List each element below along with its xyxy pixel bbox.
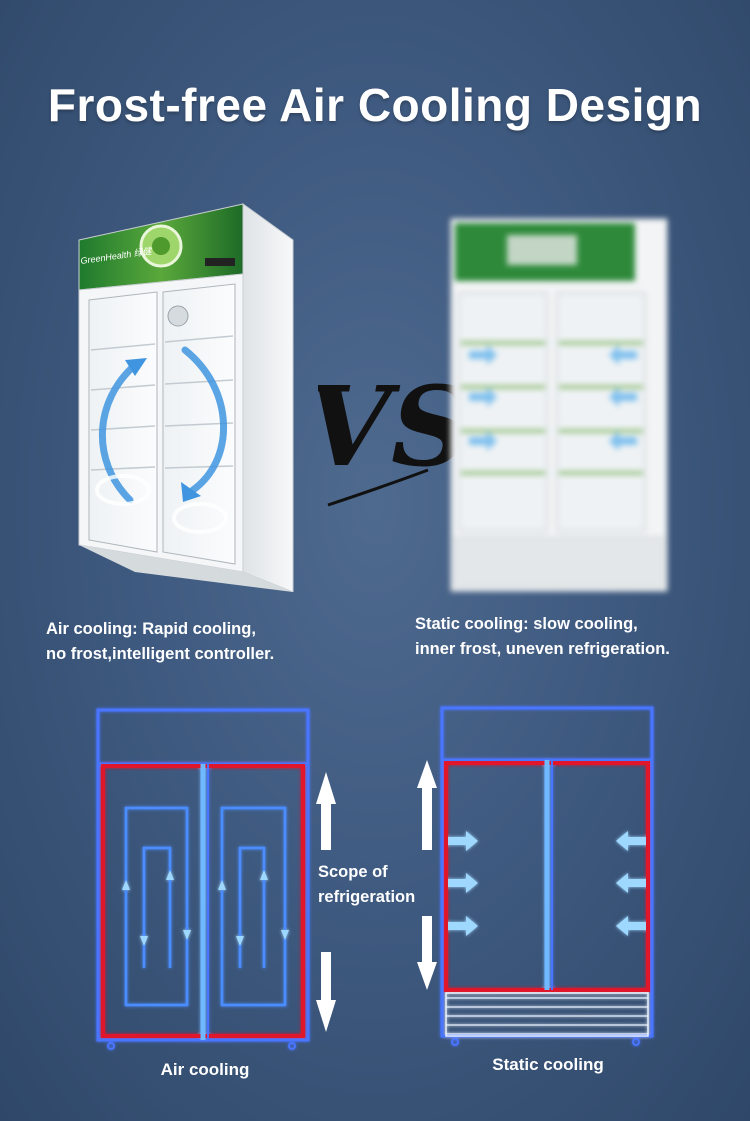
static-cooling-caption: Static cooling: slow cooling, inner fros… xyxy=(415,612,745,662)
cooling-diagrams xyxy=(96,706,654,1050)
air-caption-line-2: no frost,intelligent controller. xyxy=(46,645,275,663)
static-cooling-fridge-image xyxy=(450,218,668,592)
static-caption-line-1: Static cooling: slow cooling, xyxy=(415,615,638,633)
scope-line-2: refrigeration xyxy=(318,888,416,906)
static-cooling-label: Static cooling xyxy=(492,1055,604,1074)
air-cooling-fridge-image: GreenHealth 绿健 xyxy=(78,203,294,592)
scope-of-refrigeration-label: Scope of refrigeration xyxy=(318,860,415,910)
static-caption-line-2: inner frost, uneven refrigeration. xyxy=(415,640,670,658)
static-cooling-diagram xyxy=(440,706,654,1046)
page-title: Frost-free Air Cooling Design xyxy=(47,79,703,131)
scope-arrows xyxy=(316,760,437,1032)
air-caption-line-1: Air cooling: Rapid cooling, xyxy=(46,620,256,638)
air-cooling-diagram xyxy=(96,708,310,1050)
scope-line-1: Scope of xyxy=(318,863,388,881)
air-cooling-label: Air cooling xyxy=(160,1060,250,1079)
air-cooling-caption: Air cooling: Rapid cooling, no frost,int… xyxy=(46,617,376,667)
vs-graphic: VS xyxy=(318,362,458,507)
vs-text: VS xyxy=(318,362,458,491)
